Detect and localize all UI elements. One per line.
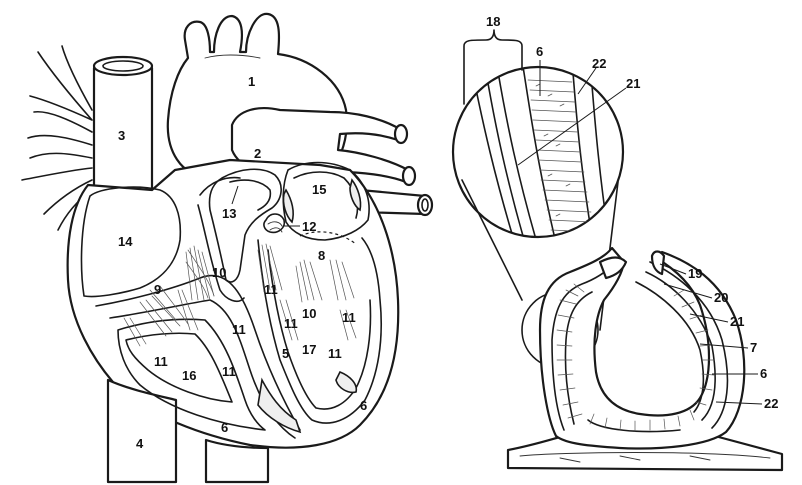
label-14: 14	[118, 234, 133, 249]
u-wall-outer	[538, 246, 746, 450]
label-11d: 11	[342, 310, 356, 325]
label-11a: 11	[264, 282, 278, 297]
heart-body	[66, 158, 400, 449]
label-13: 13	[222, 206, 236, 221]
valve-12	[263, 213, 286, 234]
u-wall-fibres	[556, 283, 715, 432]
label-12: 12	[302, 219, 316, 234]
zoom-line-1	[461, 179, 523, 301]
wall-detail	[451, 29, 784, 472]
right-ventricle	[117, 318, 266, 431]
label-20: 20	[714, 290, 728, 305]
left-ventricle	[257, 237, 383, 424]
inferior-vena-cava	[106, 378, 178, 484]
label-17: 17	[302, 342, 316, 357]
vena-cava-opening	[92, 55, 154, 77]
label-3: 3	[118, 128, 125, 143]
pulmonary-branches-left	[21, 45, 93, 231]
label-10a: 10	[212, 265, 226, 280]
label-18: 18	[486, 14, 500, 29]
label-1: 1	[248, 74, 255, 89]
label-2: 2	[254, 146, 261, 161]
label-10b: 10	[302, 306, 316, 321]
u-wall-tip-right	[650, 250, 666, 276]
heart-illustration	[21, 12, 434, 484]
label-9: 9	[154, 282, 161, 297]
label-21a: 21	[626, 76, 640, 91]
descending-vessel	[204, 438, 270, 484]
label-6a: 6	[221, 420, 228, 435]
label-6-wall: 6	[536, 44, 543, 59]
label-7: 7	[750, 340, 757, 355]
label-15: 15	[312, 182, 326, 197]
left-atrium-wall	[208, 168, 282, 283]
label-6b: 6	[360, 398, 367, 413]
wall-leader-lines	[517, 60, 763, 405]
label-8: 8	[318, 248, 325, 263]
label-6-wall-b: 6	[760, 366, 767, 381]
chordae-fibres	[123, 243, 357, 347]
label-21b: 21	[730, 314, 744, 329]
label-16: 16	[182, 368, 196, 383]
label-5: 5	[282, 346, 289, 361]
right-atrium	[80, 186, 182, 298]
u-wall-tip-left	[598, 256, 628, 280]
wall-labels: 18 6 22 21 19 20 21 7 6 22	[486, 14, 778, 411]
heart-labels: 1 2 3 4 5 6 6 8 9 10 10 11 11 11 11 11 1…	[118, 74, 367, 451]
left-atrium-15	[282, 161, 370, 241]
label-22a: 22	[592, 56, 606, 71]
label-22b: 22	[764, 396, 778, 411]
mitral-valve-dashed	[299, 231, 357, 245]
label-4: 4	[136, 436, 144, 451]
label-11f: 11	[222, 364, 236, 379]
label-11e: 11	[154, 354, 168, 369]
label-11g: 11	[328, 346, 342, 361]
magnified-view	[451, 65, 625, 239]
label-19: 19	[688, 266, 702, 281]
grey-chamber-1	[257, 377, 302, 434]
label-11c: 11	[284, 316, 298, 331]
bracket-18	[463, 29, 523, 105]
label-11b: 11	[232, 322, 246, 337]
muscle-fibres	[527, 79, 596, 233]
septum-outline	[95, 274, 301, 431]
